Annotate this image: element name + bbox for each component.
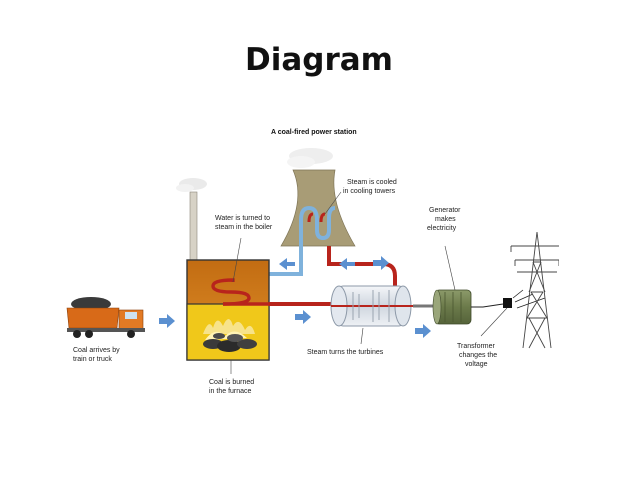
flow-arrows — [159, 256, 431, 338]
label-coal-burned-1: Coal is burned — [209, 379, 254, 386]
steam-return-pipe — [327, 246, 397, 292]
leader-lines — [230, 191, 508, 374]
slide-title: Diagram — [245, 42, 393, 78]
cooling-coil — [299, 205, 336, 274]
coal-pile-furnace — [203, 333, 257, 352]
label-generator-3: electricity — [427, 225, 457, 232]
label-transformer-2: changes the — [459, 352, 497, 359]
label-transformer-1: Transformer — [457, 343, 496, 350]
label-generator-2: makes — [435, 216, 456, 223]
chimney — [176, 178, 207, 261]
boiler — [186, 259, 270, 361]
label-coal-burned-2: in the furnace — [209, 388, 252, 395]
label-coal-arrives-1: Coal arrives by — [73, 347, 120, 354]
label-water-steam-1: Water is turned to — [215, 215, 270, 222]
coal-truck — [66, 297, 145, 338]
label-steam-cooled-2: in cooling towers — [343, 188, 396, 195]
label-water-steam-2: steam in the boiler — [215, 224, 273, 231]
transformer — [503, 298, 512, 308]
label-turbines: Steam turns the turbines — [307, 349, 384, 356]
turbine — [330, 285, 413, 327]
label-transformer-3: voltage — [465, 361, 488, 368]
label-steam-cooled-1: Steam is cooled — [347, 179, 397, 186]
pylon — [510, 231, 559, 349]
label-generator-1: Generator — [429, 207, 461, 214]
power-station-diagram: A coal-fired power station — [63, 122, 559, 398]
diagram-title: A coal-fired power station — [271, 129, 357, 136]
generator — [432, 289, 472, 325]
label-coal-arrives-2: train or truck — [73, 356, 112, 363]
